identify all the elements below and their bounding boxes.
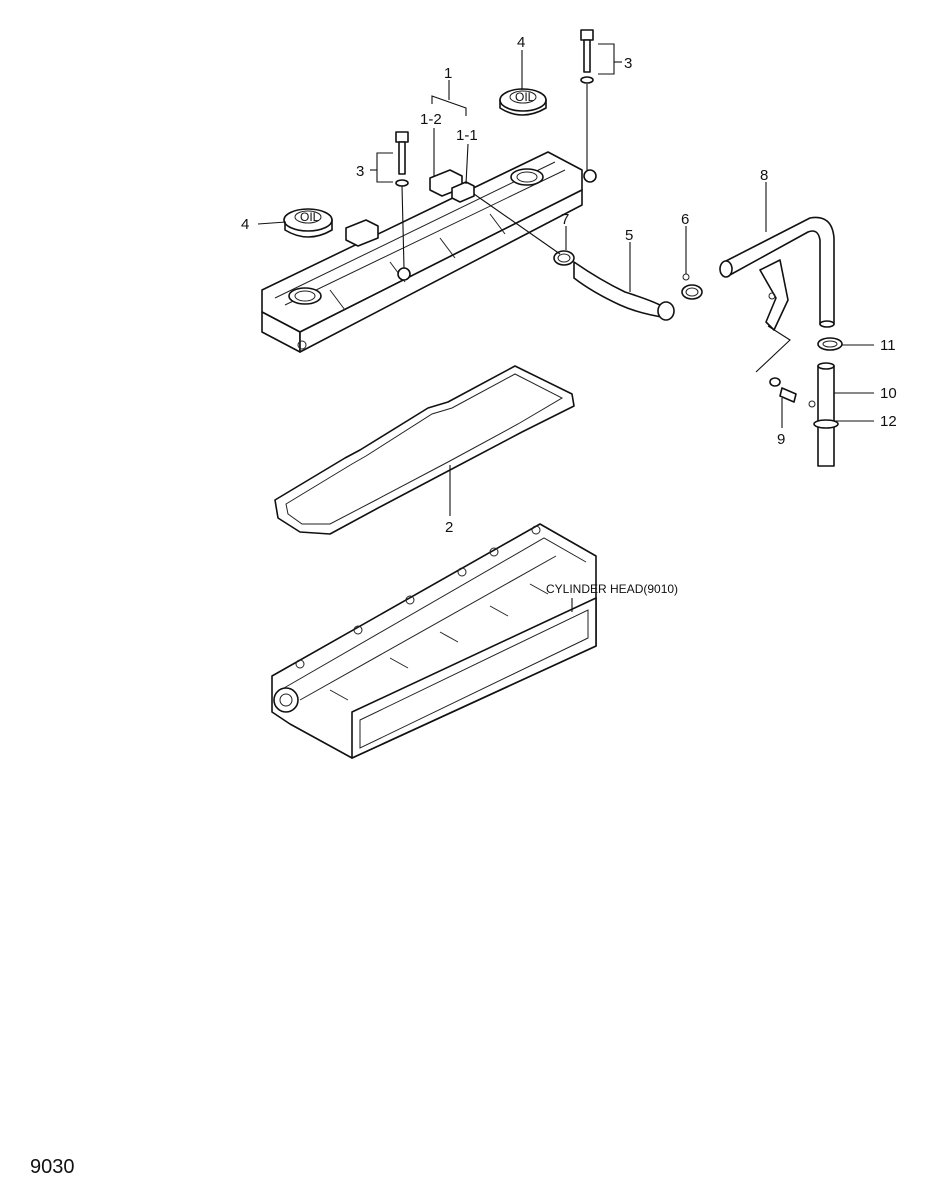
bolt-washer-left (395, 131, 409, 269)
callout-8: 8 (760, 167, 768, 184)
oil-cap-left: OIL (283, 208, 333, 238)
oil-cap-left-label: OIL (300, 210, 320, 224)
clip-12 (808, 400, 839, 429)
callout-10: 10 (880, 385, 897, 402)
breather-hose-5 (573, 261, 675, 321)
callout-1-2: 1-2 (420, 111, 442, 128)
leader-lines (257, 43, 874, 612)
rocker-cover (261, 151, 597, 353)
callout-6: 6 (681, 211, 689, 228)
callout-7: 7 (561, 211, 569, 228)
callout-2: 2 (445, 519, 453, 536)
callout-4-left: 4 (241, 216, 249, 233)
oil-cap-top-label: OIL (515, 90, 535, 104)
callout-12: 12 (880, 413, 897, 430)
callout-1-1: 1-1 (456, 127, 478, 144)
bolt-9 (755, 325, 797, 403)
page-number: 9030 (30, 1156, 75, 1178)
bolt-washer-top (580, 29, 594, 170)
breather-pipe-8 (719, 216, 835, 331)
oil-cap-top: OIL (499, 88, 547, 116)
callout-11: 11 (880, 337, 896, 354)
drain-tube-10 (817, 362, 835, 467)
cylinder-head-reference: CYLINDER HEAD(9010) (546, 582, 678, 596)
callout-1: 1 (444, 65, 452, 82)
callout-4-top: 4 (517, 34, 525, 51)
hose-clamp-7 (553, 250, 575, 266)
callout-3-left: 3 (356, 163, 364, 180)
cylinder-head (271, 523, 597, 759)
hose-clamp-11 (817, 337, 843, 351)
callout-9: 9 (777, 431, 785, 448)
callout-5: 5 (625, 227, 633, 244)
cover-gasket (274, 365, 575, 535)
callout-3-top: 3 (624, 55, 632, 72)
hose-clamp-6 (681, 273, 703, 300)
